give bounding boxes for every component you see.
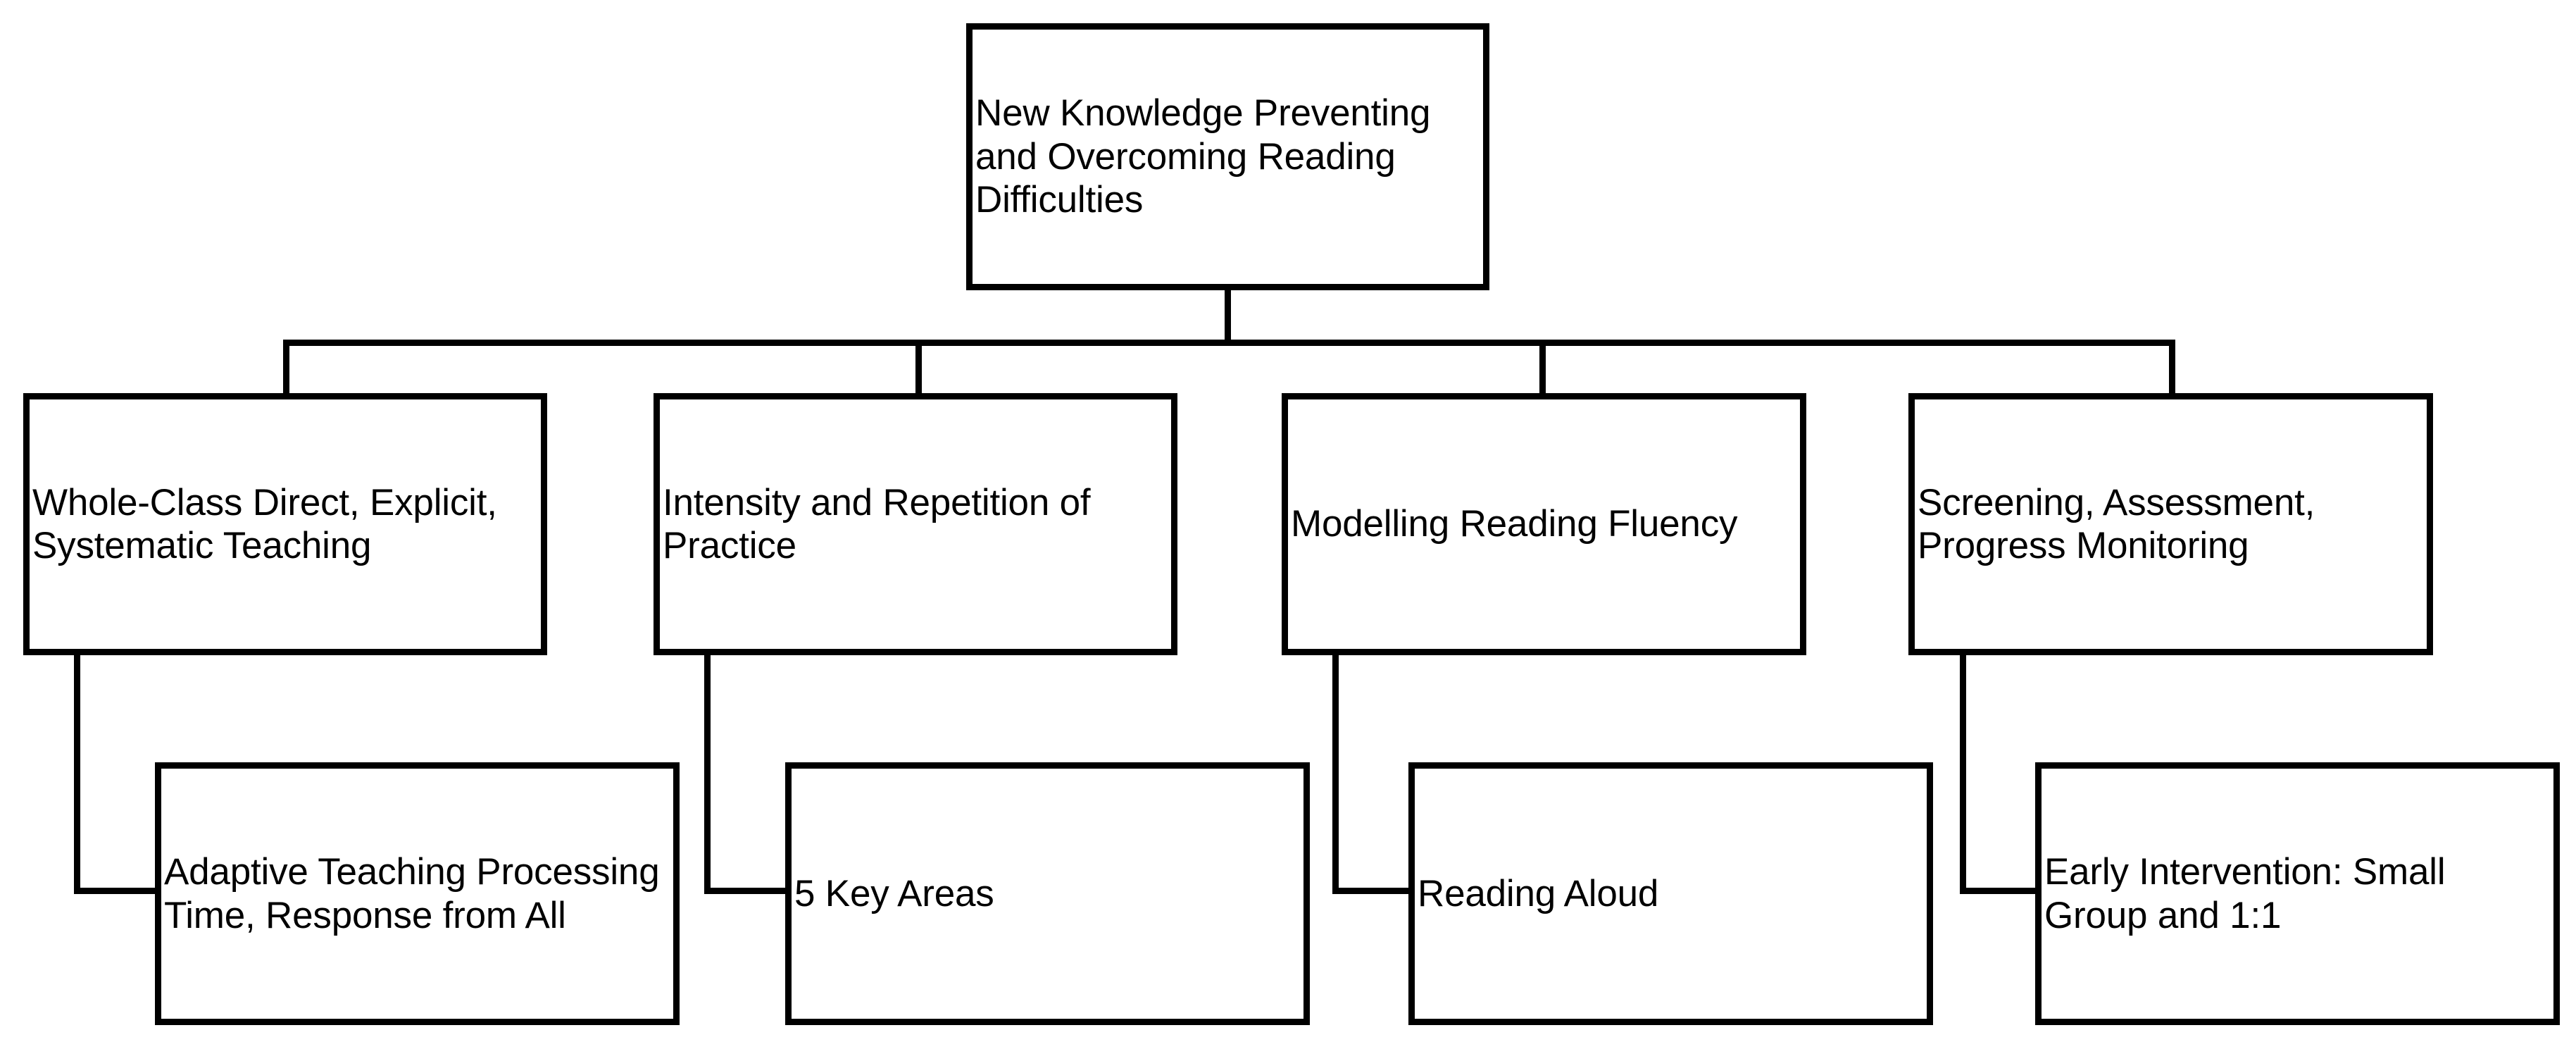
- node-branch-2[interactable]: Intensity and Repetition of Practice: [654, 393, 1177, 655]
- node-leaf-4[interactable]: Early Intervention: Small Group and 1:1: [2035, 762, 2560, 1025]
- connector-bus-to-branch-4: [2169, 340, 2175, 396]
- node-root-label: New Knowledge Preventing and Overcoming …: [975, 92, 1431, 221]
- node-branch-3-label: Modelling Reading Fluency: [1291, 503, 1738, 545]
- connector-branch-3-to-leaf-3-horizontal: [1332, 888, 1417, 894]
- node-branch-1-label: Whole-Class Direct, Explicit, Systematic…: [32, 481, 497, 566]
- node-leaf-1[interactable]: Adaptive Teaching Processing Time, Respo…: [155, 762, 680, 1025]
- node-leaf-2-label: 5 Key Areas: [794, 872, 994, 914]
- node-branch-1[interactable]: Whole-Class Direct, Explicit, Systematic…: [23, 393, 547, 655]
- node-branch-2-label: Intensity and Repetition of Practice: [663, 481, 1091, 566]
- node-branch-4-label: Screening, Assessment, Progress Monitori…: [1918, 481, 2315, 566]
- node-leaf-3[interactable]: Reading Aloud: [1408, 762, 1933, 1025]
- connector-branch-2-to-leaf-2-vertical: [704, 649, 711, 894]
- node-branch-4[interactable]: Screening, Assessment, Progress Monitori…: [1908, 393, 2433, 655]
- connector-branch-1-to-leaf-1-horizontal: [74, 888, 162, 894]
- node-leaf-3-label: Reading Aloud: [1418, 872, 1659, 914]
- node-root[interactable]: New Knowledge Preventing and Overcoming …: [966, 23, 1489, 290]
- connector-bus-to-branch-2: [915, 340, 922, 396]
- connector-branch-3-to-leaf-3-vertical: [1332, 649, 1339, 894]
- connector-branch-1-to-leaf-1-vertical: [74, 649, 80, 894]
- connector-bus-to-branch-3: [1539, 340, 1546, 396]
- node-leaf-1-label: Adaptive Teaching Processing Time, Respo…: [164, 851, 660, 936]
- connector-branch-4-to-leaf-4-vertical: [1960, 649, 1966, 894]
- node-leaf-4-label: Early Intervention: Small Group and 1:1: [2044, 851, 2446, 936]
- node-leaf-2[interactable]: 5 Key Areas: [785, 762, 1310, 1025]
- node-branch-3[interactable]: Modelling Reading Fluency: [1282, 393, 1806, 655]
- connector-branch-4-to-leaf-4-horizontal: [1960, 888, 2044, 894]
- connector-branch-2-to-leaf-2-horizontal: [704, 888, 792, 894]
- connector-root-stem: [1225, 290, 1231, 346]
- connector-bus-to-branch-1: [283, 340, 289, 396]
- connector-horizontal-bus: [283, 340, 2175, 346]
